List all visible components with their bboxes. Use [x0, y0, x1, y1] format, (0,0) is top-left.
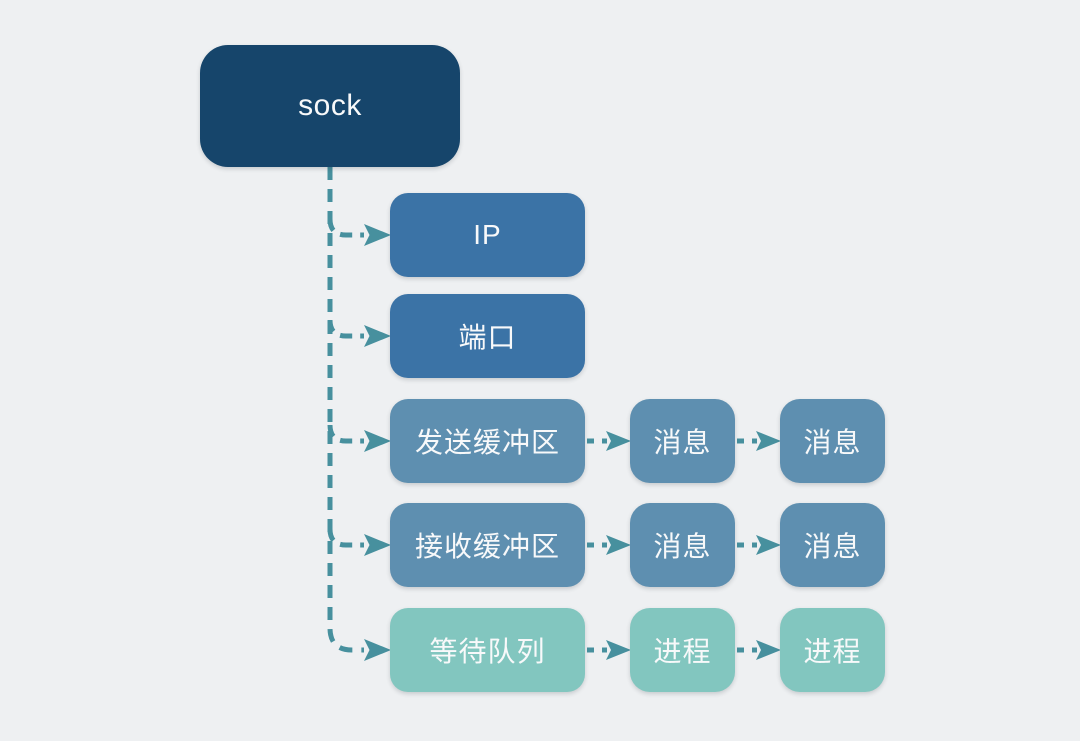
node-label: 消息 — [803, 531, 862, 562]
node-process-1: 进程 — [630, 608, 735, 692]
arrowhead-recv-buffer — [364, 534, 391, 556]
node-label: sock — [298, 89, 362, 122]
arrowhead-port — [364, 325, 391, 347]
connector-trunk — [327, 167, 364, 653]
connector-branch-send-buffer — [327, 424, 364, 444]
connector-branch-ip — [327, 218, 364, 238]
node-ip: IP — [390, 193, 585, 277]
arrowhead-recv-msg1 — [606, 535, 631, 555]
node-label: 消息 — [803, 427, 862, 458]
node-label: 接收缓冲区 — [414, 531, 560, 562]
arrowhead-ip — [364, 224, 391, 246]
arrowhead-msg3-msg4 — [756, 535, 781, 555]
node-recv-buffer: 接收缓冲区 — [390, 503, 585, 587]
arrowhead-proc1-proc2 — [756, 640, 781, 660]
node-recv-message-2: 消息 — [780, 503, 885, 587]
arrowhead-send-msg1 — [606, 431, 631, 451]
connector-branch-recv-buffer — [327, 528, 364, 548]
node-label: IP — [473, 219, 502, 250]
node-send-message-1: 消息 — [630, 399, 735, 483]
node-label: 进程 — [653, 636, 712, 667]
arrowhead-queue-proc1 — [606, 640, 631, 660]
node-recv-message-1: 消息 — [630, 503, 735, 587]
node-sock: sock — [200, 45, 460, 167]
node-label: 消息 — [653, 427, 712, 458]
node-wait-queue: 等待队列 — [390, 608, 585, 692]
arrowhead-msg1-msg2 — [756, 431, 781, 451]
arrowhead-wait-queue — [364, 639, 391, 661]
node-label: 消息 — [653, 531, 712, 562]
node-label: 进程 — [803, 636, 862, 667]
node-send-buffer: 发送缓冲区 — [390, 399, 585, 483]
connector-branch-port — [327, 319, 364, 339]
arrowhead-send-buffer — [364, 430, 391, 452]
node-label: 端口 — [458, 322, 517, 353]
node-port: 端口 — [390, 294, 585, 378]
node-label: 等待队列 — [429, 636, 546, 667]
node-label: 发送缓冲区 — [414, 427, 560, 458]
node-send-message-2: 消息 — [780, 399, 885, 483]
node-process-2: 进程 — [780, 608, 885, 692]
